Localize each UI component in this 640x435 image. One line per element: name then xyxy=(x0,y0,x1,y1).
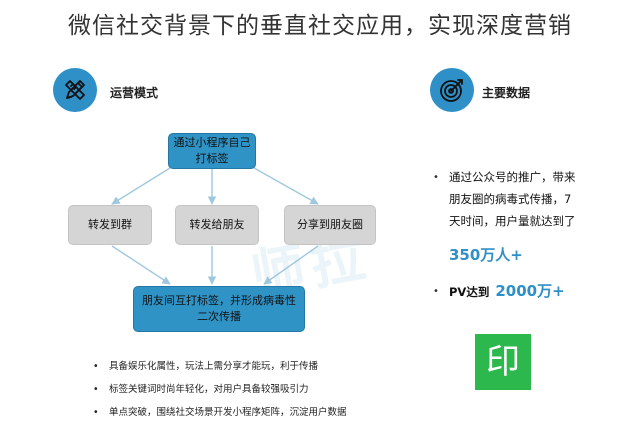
target-icon xyxy=(430,68,474,112)
list-item: 标签关键词时尚年轻化，对用户具备较强吸引力 xyxy=(93,383,347,406)
stat-pv: PV达到 2000万+ xyxy=(449,280,565,303)
stat-pv-value: 2000万+ xyxy=(495,282,565,300)
stat-line: 天时间，用户量就达到了 xyxy=(449,214,576,228)
list-item: 具备娱乐化属性，玩法上需分享才能玩，利于传播 xyxy=(93,360,347,383)
list-item: 单点突破，围绕社交场景开发小程序矩阵，沉淀用户数据 xyxy=(93,406,347,429)
logo-char: 印 xyxy=(486,342,520,382)
stat-description: 通过公众号的推广，带来 朋友圈的病毒式传播，7 天时间，用户量就达到了 xyxy=(449,166,576,232)
flow-box-share-moments: 分享到朋友圈 xyxy=(284,205,376,245)
stat-users-value: 350万人+ xyxy=(449,246,523,264)
flow-box-forward-friend: 转发给朋友 xyxy=(175,205,259,245)
flow-box-self-tag: 通过小程序自己 打标签 xyxy=(168,133,256,169)
section-label-operation: 运营模式 xyxy=(110,86,159,100)
pencil-ruler-icon xyxy=(53,68,97,112)
flow-box-viral-spread: 朋友间互打标签，并形成病毒性 二次传播 xyxy=(133,286,305,332)
section-label-data: 主要数据 xyxy=(482,86,531,100)
stat-line: 通过公众号的推广，带来 xyxy=(449,170,576,184)
bullet-dot: • xyxy=(433,172,439,183)
page-title: 微信社交背景下的垂直社交应用，实现深度营销 xyxy=(68,13,572,39)
feature-list: 具备娱乐化属性，玩法上需分享才能玩，利于传播 标签关键词时尚年轻化，对用户具备较… xyxy=(93,360,347,429)
brand-logo: 印 xyxy=(475,334,531,390)
stat-line: 朋友圈的病毒式传播，7 xyxy=(449,192,572,206)
flow-box-forward-group: 转发到群 xyxy=(68,205,152,245)
bullet-dot: • xyxy=(433,286,439,297)
stat-pv-label: PV达到 xyxy=(449,285,490,299)
